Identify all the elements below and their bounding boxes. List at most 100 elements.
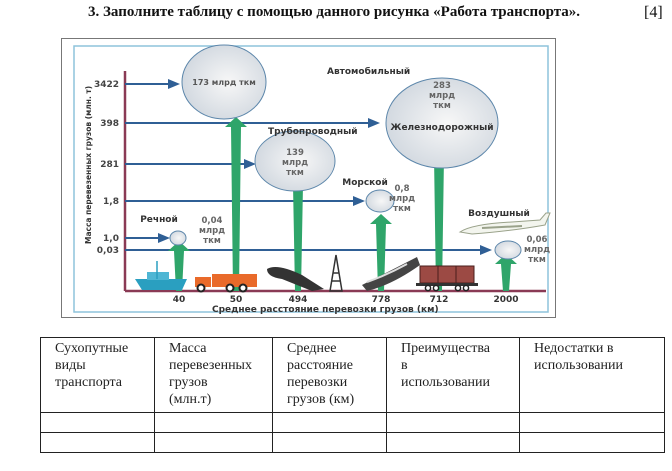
turnover-label: ткм [393,204,411,214]
turnover-label: ткм [433,101,451,111]
column-header-line: перевезенных [169,358,252,373]
series-name: Воздушный [468,209,530,219]
turnover-label: 283 [433,81,451,91]
oil-rig-icon [329,254,343,292]
table-cell[interactable] [519,432,665,453]
distance-arrow [225,117,247,291]
wheel-icon [462,284,470,292]
x-tick-label: 712 [430,295,449,305]
wagon-frame-icon [416,283,478,286]
wheel-icon [424,284,432,292]
arrow-head-icon [168,79,180,89]
column-header-line: грузов [169,375,208,390]
wheel-icon [238,283,248,293]
turnover-label: 0,8 [394,184,409,194]
ship-cabin-icon [147,272,169,280]
turnover-bubble [494,240,522,260]
series-name: Железнодорожный [390,123,493,133]
y-tick-label: 281 [100,160,119,170]
turnover-label: млрд [429,91,455,101]
task-title: 3. Заполните таблицу с помощью данного р… [88,4,581,20]
arrow-head-icon [353,196,365,206]
column-header-line: Сухопутные [55,341,129,356]
table-cell[interactable] [272,412,387,433]
wheel-icon [225,283,235,293]
column-header-line: использовании [401,375,490,390]
arrow-head-icon [244,159,256,169]
column-header: Сухопутные виды транспорта [40,337,155,413]
y-tick-label: 0,03 [97,246,119,256]
x-tick-label: 40 [173,295,186,305]
turnover-label: 0,06 [527,235,548,245]
distance-arrow [168,241,190,291]
turnover-label: 0,04 [202,216,223,226]
x-tick-label: 778 [372,295,391,305]
turnover-label: ткм [286,168,304,178]
truck-cab-icon [195,277,211,287]
column-header-line: транспорта [55,375,123,390]
wheel-icon [432,284,440,292]
inner-frame [73,45,549,313]
series-name: Автомобильный [327,66,410,77]
y-tick-label: 3422 [94,80,119,90]
distance-arrow [287,175,309,291]
table-row [40,432,665,453]
pipeline-icon [267,267,324,291]
x-tick-label: 50 [230,295,243,305]
table-cell[interactable] [272,432,387,453]
table-cell[interactable] [154,432,273,453]
x-tick-label: 2000 [493,295,518,305]
task-points: [4] [644,4,663,21]
series-name: Морской [342,178,388,188]
column-header-line: расстояние [287,358,353,373]
turnover-bubble [181,44,267,120]
column-header: Недостатки в использовании [519,337,665,413]
turnover-label: млрд [524,245,550,255]
arrow-head-icon [368,118,380,128]
x-axis-label: Среднее расстояние перевозки грузов (км) [212,305,439,315]
column-header-line: грузов (км) [287,392,355,407]
turnover-label: млрд [282,158,308,168]
distance-arrow [428,146,450,291]
arrow-head-icon [158,233,170,243]
y-tick-label: 1,8 [103,197,119,207]
column-header-line: виды [55,358,86,373]
column-header-line: использовании [534,358,623,373]
table-row [40,412,665,433]
tanker-icon [362,257,420,291]
wheel-icon [454,284,462,292]
column-header-line: в [401,358,408,373]
arrow-head-icon [480,245,492,255]
ship-icon [135,279,187,290]
column-header-line: (млн.т) [169,392,212,407]
distance-arrow [370,214,392,291]
column-header-line: Недостатки в [534,341,614,356]
wagon-icon [419,265,475,284]
turnover-label: 173 млрд ткм [192,78,255,87]
table-cell[interactable] [519,412,665,433]
table-cell[interactable] [386,432,520,453]
y-tick-label: 398 [100,119,119,129]
turnover-label: 139 [286,148,304,158]
turnover-label: ткм [203,236,221,246]
tanker-deck-icon [366,263,408,283]
x-tick-label: 494 [289,295,308,305]
turnover-label: млрд [199,226,225,236]
turnover-label: ткм [528,255,546,265]
table-cell[interactable] [154,412,273,433]
column-header-line: Преимущества [401,341,490,356]
table-cell[interactable] [40,432,155,453]
turnover-bubble [254,130,336,192]
turnover-bubble [365,189,395,213]
distance-arrow [495,254,517,291]
y-axis-label: Масса перевезенных грузов (млн. т) [84,86,93,244]
truck-body-icon [212,274,257,287]
column-header-line: перевозки [287,375,348,390]
table-cell[interactable] [40,412,155,433]
table-cell[interactable] [386,412,520,433]
turnover-label: млрд [389,194,415,204]
